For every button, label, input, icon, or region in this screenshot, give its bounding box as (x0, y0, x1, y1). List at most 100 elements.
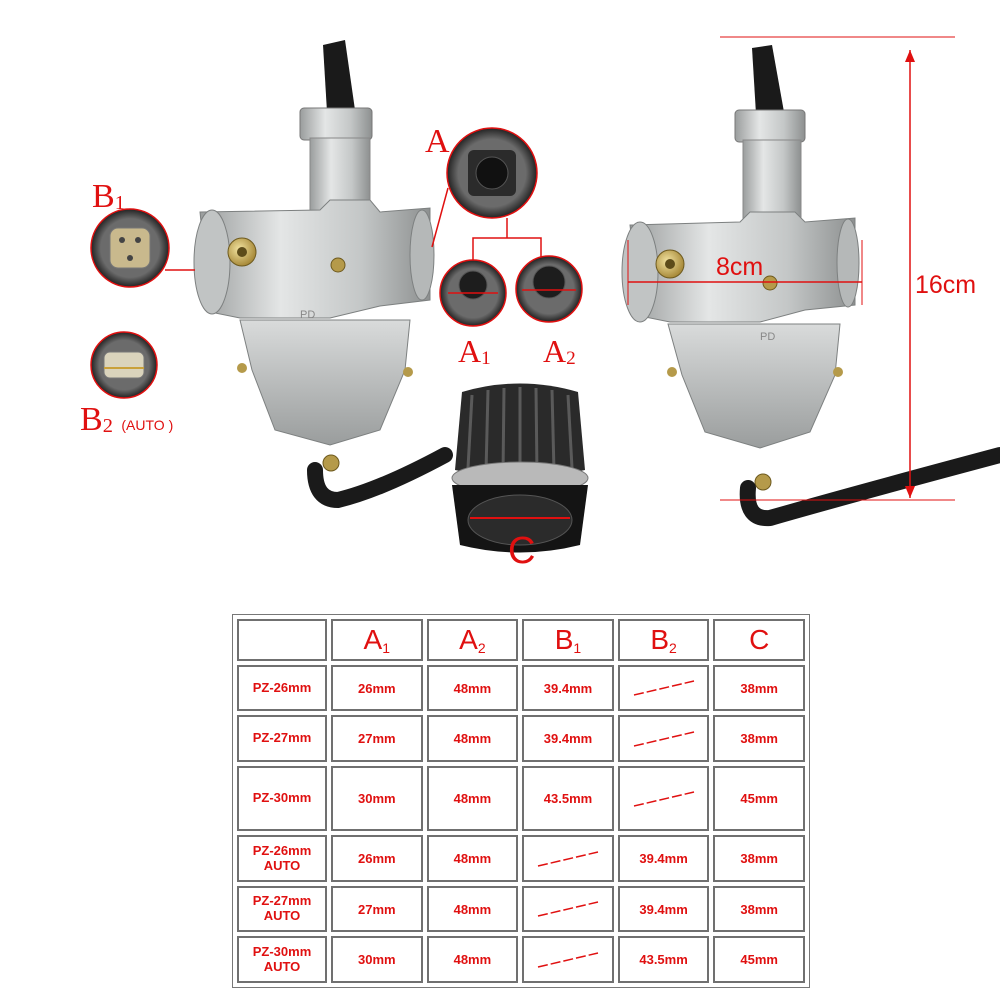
cell-b2 (617, 665, 710, 712)
model-line: PZ-30mm (252, 790, 312, 806)
header-a1: A1 (331, 619, 423, 661)
label-a2: A2 (543, 333, 576, 369)
cell-a2: 48mm (426, 885, 519, 933)
cell-value: 30mm (358, 791, 396, 807)
cell-c: 38mm (713, 835, 805, 882)
label-c: C (508, 530, 536, 572)
cell-value: 26mm (358, 680, 396, 696)
header-a2: A2 (426, 619, 519, 661)
product-photo-area: PD (80, 36, 1000, 572)
label-b2: B2 (AUTO ) (80, 401, 174, 438)
cell-b2 (617, 715, 710, 762)
cell-value: 48mm (453, 731, 492, 747)
cell-b1 (522, 936, 614, 983)
mixture-screw (330, 257, 346, 273)
cell-c: 38mm (713, 885, 805, 933)
height-dimension-label: 16cm (915, 271, 977, 299)
cable-boot (323, 40, 355, 112)
cell-a2: 48mm (426, 715, 519, 762)
width-dimension-label: 8cm (716, 253, 764, 281)
cell-value: 39.4mm (639, 901, 688, 917)
cell-value: 45mm (740, 791, 778, 807)
a-bracket (472, 237, 542, 262)
cell-a1: 30mm (331, 765, 423, 832)
cell-b1: 39.4mm (522, 715, 614, 762)
cell-c: 38mm (713, 665, 805, 712)
model-line: PZ-26mm (252, 679, 312, 695)
cell-value: 38mm (740, 901, 778, 917)
cell-value: 48mm (453, 680, 492, 696)
cell-c: 45mm (713, 765, 805, 832)
cell-value: 38mm (740, 731, 778, 747)
cell-b1: 39.4mm (522, 665, 614, 712)
cell-a2: 48mm (426, 765, 519, 832)
cell-value: 30mm (358, 952, 396, 968)
not-applicable-slash (633, 790, 694, 807)
outlet-flange (409, 209, 435, 301)
cell-value: 38mm (740, 851, 778, 867)
cell-b2 (617, 765, 710, 832)
cell-a1: 30mm (331, 936, 423, 983)
cell-a2: 48mm (426, 665, 519, 712)
cell-a2: 48mm (426, 835, 519, 882)
label-a: A (425, 123, 450, 160)
intake-bore (193, 209, 231, 315)
header-b1: B1 (522, 619, 614, 661)
not-applicable-slash (537, 850, 599, 867)
cell-c: 45mm (713, 936, 805, 983)
table-row: PZ-30mm 30mm 48mm 43.5mm 45mm (237, 765, 805, 832)
cell-model: PZ-27mm (237, 715, 327, 762)
cell-b1 (522, 885, 614, 933)
cell-value: 43.5mm (639, 952, 688, 968)
table-row: PZ-26mm 26mm 48mm 39.4mm 38mm (237, 665, 805, 712)
cell-value: 38mm (740, 680, 778, 696)
cell-b1 (522, 835, 614, 882)
model-line: AUTO (263, 857, 301, 873)
not-applicable-slash (537, 901, 599, 917)
header-c: C (713, 619, 805, 661)
label-b1: B1 (92, 178, 125, 215)
carburetor-illustration: PD (90, 36, 1000, 553)
carburetor-left: PD (193, 40, 453, 509)
cell-value: 48mm (453, 952, 492, 968)
cell-a1: 27mm (331, 885, 423, 933)
cell-a1: 27mm (331, 715, 423, 762)
not-applicable-slash (633, 730, 694, 747)
cell-b2: 43.5mm (617, 936, 710, 983)
cell-b2: 39.4mm (617, 885, 710, 933)
cell-b2: 39.4mm (617, 835, 710, 882)
cell-value: 48mm (453, 851, 492, 867)
not-applicable-slash (537, 951, 599, 968)
cell-a2: 48mm (426, 936, 519, 983)
a-leader-line (431, 187, 449, 248)
cell-value: 48mm (453, 791, 492, 807)
cell-value: 39.4mm (543, 680, 593, 696)
cell-value: 27mm (358, 901, 396, 917)
table-header-row: A1 A2 B1 B2 C (237, 619, 805, 661)
cell-b1: 43.5mm (522, 765, 614, 832)
model-line: PZ-26mm (252, 842, 312, 858)
cell-model: PZ-26mm (237, 665, 327, 712)
header-model (237, 619, 327, 661)
float-bowl (239, 319, 411, 446)
cell-a1: 26mm (331, 665, 423, 712)
svg-text:PD: PD (300, 309, 315, 321)
svg-text:PD: PD (760, 331, 775, 343)
cell-value: 39.4mm (639, 851, 688, 867)
model-line: AUTO (263, 958, 301, 974)
header-b2: B2 (617, 619, 710, 661)
drain-hose (307, 447, 453, 509)
model-line: PZ-27mm (252, 893, 312, 909)
cell-value: 48mm (453, 901, 492, 917)
top-cap (299, 107, 373, 141)
